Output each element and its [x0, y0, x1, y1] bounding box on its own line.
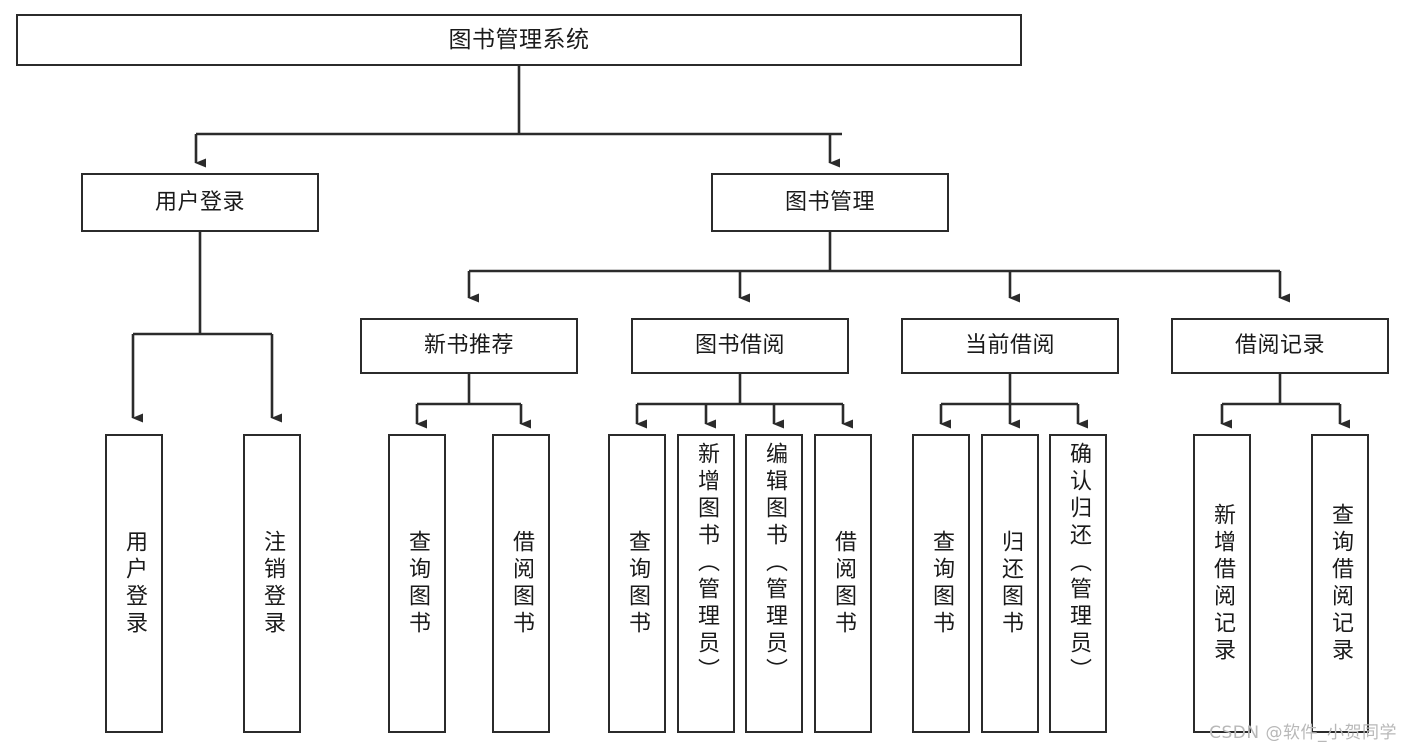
node-user-login-label: 用户登录: [154, 189, 245, 215]
node-leaf-borrow-book-1-label: 借阅图书: [509, 529, 534, 638]
node-leaf-query-book-1-label: 查询图书: [405, 529, 430, 638]
node-leaf-confirm-return[interactable]: 确认归还（管理员）: [1049, 434, 1107, 733]
node-current-borrow-label: 当前借阅: [964, 333, 1055, 359]
node-borrow-record-label: 借阅记录: [1234, 333, 1325, 359]
node-leaf-add-book[interactable]: 新增图书（管理员）: [677, 434, 735, 733]
node-leaf-logout[interactable]: 注销登录: [243, 434, 301, 733]
node-current-borrow[interactable]: 当前借阅: [901, 318, 1119, 374]
node-new-book-recommend[interactable]: 新书推荐: [360, 318, 578, 374]
node-leaf-edit-book-label: 编辑图书（管理员）: [762, 442, 787, 685]
node-leaf-borrow-book-2-label: 借阅图书: [831, 529, 856, 638]
node-book-manage-label: 图书管理: [784, 189, 875, 215]
node-leaf-confirm-return-label: 确认归还（管理员）: [1066, 442, 1091, 685]
node-leaf-user-login-label: 用户登录: [122, 529, 147, 638]
node-leaf-query-book-2-label: 查询图书: [625, 529, 650, 638]
node-leaf-add-book-label: 新增图书（管理员）: [694, 442, 719, 685]
node-leaf-query-book-3[interactable]: 查询图书: [912, 434, 970, 733]
node-leaf-add-record-label: 新增借阅记录: [1210, 502, 1235, 665]
node-leaf-logout-label: 注销登录: [260, 529, 285, 638]
node-book-borrow[interactable]: 图书借阅: [631, 318, 849, 374]
node-leaf-user-login[interactable]: 用户登录: [105, 434, 163, 733]
node-root-label: 图书管理系统: [448, 26, 590, 53]
node-leaf-borrow-book-2[interactable]: 借阅图书: [814, 434, 872, 733]
node-leaf-edit-book[interactable]: 编辑图书（管理员）: [745, 434, 803, 733]
csdn-watermark: CSDN @软件_小贺同学: [1209, 723, 1397, 743]
node-leaf-borrow-book-1[interactable]: 借阅图书: [492, 434, 550, 733]
node-book-manage[interactable]: 图书管理: [711, 173, 949, 232]
node-borrow-record[interactable]: 借阅记录: [1171, 318, 1389, 374]
node-leaf-return-book[interactable]: 归还图书: [981, 434, 1039, 733]
node-leaf-add-record[interactable]: 新增借阅记录: [1193, 434, 1251, 733]
node-book-borrow-label: 图书借阅: [694, 333, 785, 359]
node-leaf-query-record-label: 查询借阅记录: [1328, 502, 1353, 665]
node-user-login[interactable]: 用户登录: [81, 173, 319, 232]
node-leaf-query-record[interactable]: 查询借阅记录: [1311, 434, 1369, 733]
node-leaf-return-book-label: 归还图书: [998, 529, 1023, 638]
node-new-book-recommend-label: 新书推荐: [423, 333, 514, 359]
node-leaf-query-book-2[interactable]: 查询图书: [608, 434, 666, 733]
node-root[interactable]: 图书管理系统: [16, 14, 1022, 66]
node-leaf-query-book-1[interactable]: 查询图书: [388, 434, 446, 733]
node-leaf-query-book-3-label: 查询图书: [929, 529, 954, 638]
